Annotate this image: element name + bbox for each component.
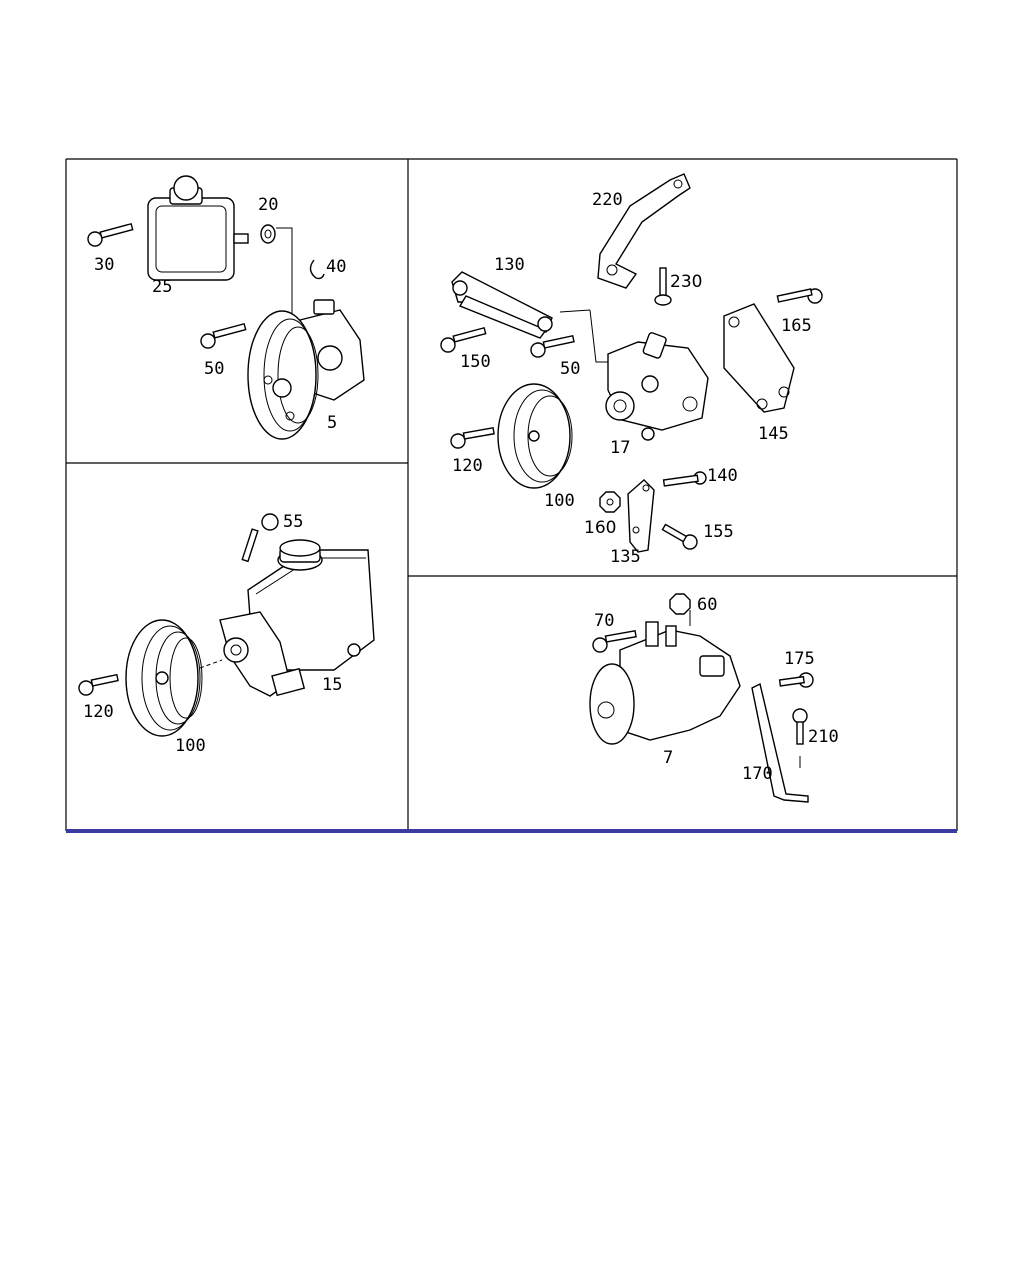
part-label-160: 160 bbox=[584, 518, 616, 538]
part-label-100: 100 bbox=[175, 736, 206, 756]
pump-part-5 bbox=[247, 299, 365, 440]
pump-reservoir-part-15 bbox=[219, 539, 375, 697]
strut-part-130 bbox=[451, 271, 610, 363]
pulley-part-100-right bbox=[497, 383, 573, 489]
part-label-60: 60 bbox=[697, 595, 717, 615]
part-label-230: 230 bbox=[670, 272, 702, 292]
part-label-55: 55 bbox=[283, 512, 303, 532]
part-label-140: 140 bbox=[707, 466, 738, 486]
part-label-5: 5 bbox=[327, 413, 337, 433]
bolt-part-70 bbox=[592, 630, 637, 653]
part-label-50: 50 bbox=[204, 359, 224, 379]
part-label-15: 15 bbox=[322, 675, 342, 695]
pulley-part-100-left bbox=[125, 619, 223, 737]
bolt-part-50-right bbox=[530, 334, 575, 358]
part-label-165: 165 bbox=[781, 316, 812, 336]
nut-part-160 bbox=[599, 491, 621, 513]
link-part-135 bbox=[627, 479, 655, 553]
part-label-25: 25 bbox=[152, 277, 172, 297]
nut-part-60 bbox=[669, 593, 691, 626]
part-label-20: 20 bbox=[258, 195, 278, 215]
part-label-145: 145 bbox=[758, 424, 789, 444]
part-label-50-right: 50 bbox=[560, 359, 580, 379]
reservoir-part-25 bbox=[147, 175, 249, 281]
diagram-frame bbox=[65, 158, 958, 833]
part-label-220: 220 bbox=[592, 190, 623, 210]
bracket-part-170 bbox=[751, 682, 809, 803]
clip-part-40 bbox=[309, 259, 325, 280]
panel-top-right bbox=[440, 173, 823, 553]
bolt-part-50 bbox=[200, 322, 247, 349]
accent-bar bbox=[66, 829, 957, 833]
bolt-part-230 bbox=[654, 267, 672, 306]
part-label-120-right: 120 bbox=[452, 456, 483, 476]
part-label-155: 155 bbox=[703, 522, 734, 542]
pump-part-17 bbox=[605, 332, 709, 441]
part-label-30: 30 bbox=[94, 255, 114, 275]
part-label-170: 170 bbox=[742, 764, 773, 784]
bolt-part-150 bbox=[440, 326, 487, 353]
part-label-17: 17 bbox=[610, 438, 630, 458]
part-label-130: 130 bbox=[494, 255, 525, 275]
panel-bottom-right bbox=[589, 593, 814, 803]
part-label-120: 120 bbox=[83, 702, 114, 722]
part-label-100-right: 100 bbox=[544, 491, 575, 511]
part-label-175: 175 bbox=[784, 649, 815, 669]
bolt-part-55 bbox=[241, 513, 279, 563]
bolt-part-120-left bbox=[78, 673, 119, 696]
panel-bottom-left bbox=[78, 513, 375, 737]
bolt-part-175 bbox=[778, 672, 814, 688]
part-label-150: 150 bbox=[460, 352, 491, 372]
bolt-part-140 bbox=[662, 471, 707, 487]
bolt-part-165 bbox=[776, 288, 823, 304]
bolt-part-210 bbox=[792, 708, 808, 768]
bolt-part-30 bbox=[87, 222, 134, 247]
panel-top-left bbox=[87, 175, 365, 440]
bolt-part-155 bbox=[661, 523, 698, 550]
plate-part-145 bbox=[723, 303, 795, 413]
part-label-70: 70 bbox=[594, 611, 614, 631]
part-label-210: 210 bbox=[808, 727, 839, 747]
part-label-40: 40 bbox=[326, 257, 346, 277]
bolt-part-120-right bbox=[450, 427, 495, 449]
part-label-7: 7 bbox=[663, 748, 673, 768]
bracket-part-220 bbox=[597, 173, 691, 289]
part-label-135: 135 bbox=[610, 547, 641, 567]
washer-part-20 bbox=[260, 224, 293, 318]
pump-part-7 bbox=[589, 621, 741, 745]
